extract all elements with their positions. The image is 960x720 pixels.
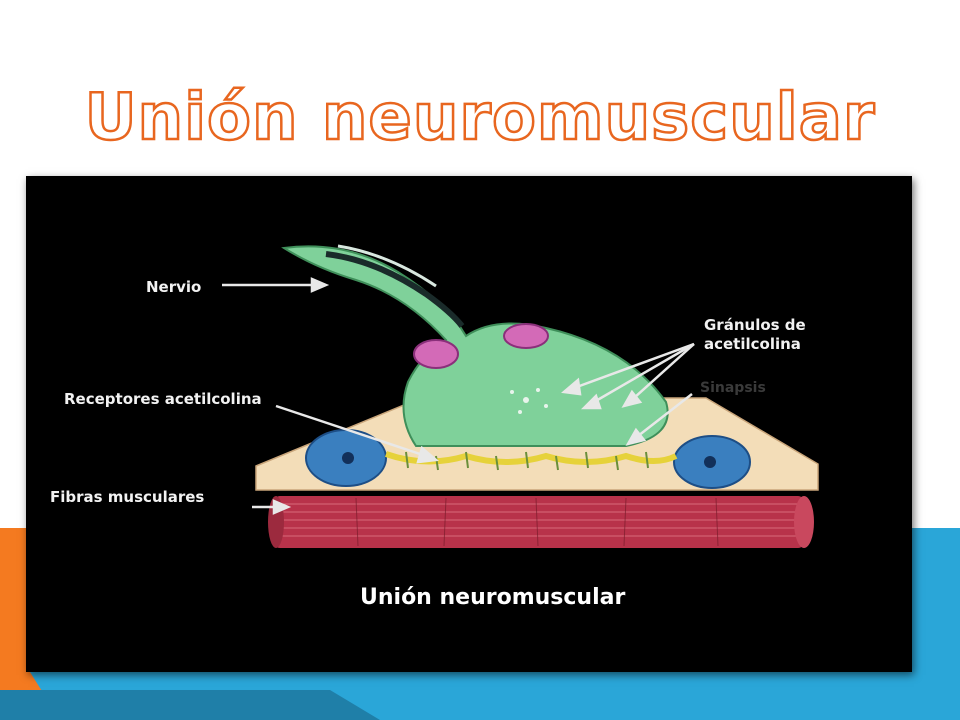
label-fibers: Fibras musculares [50, 488, 204, 506]
diagram-caption: Unión neuromuscular [360, 585, 625, 610]
nerve-terminal-illustration [281, 244, 669, 447]
label-granules-line2: acetilcolina [704, 335, 801, 353]
diagram-illustration: Nervio Gránulos de acetilcolina Sinapsis… [50, 244, 819, 610]
label-arrows [222, 277, 695, 515]
muscle-fiber-illustration [268, 496, 814, 548]
label-granules-line1: Gránulos de [704, 316, 806, 334]
label-receptors: Receptores acetilcolina [64, 390, 262, 408]
slide-title: Unión neuromuscular [83, 80, 876, 157]
label-synapse: Sinapsis [700, 380, 766, 396]
teal-bottom-band [0, 690, 380, 720]
label-nerve: Nervio [146, 278, 201, 296]
neuromuscular-diagram: Nervio Gránulos de acetilcolina Sinapsis… [26, 176, 912, 672]
